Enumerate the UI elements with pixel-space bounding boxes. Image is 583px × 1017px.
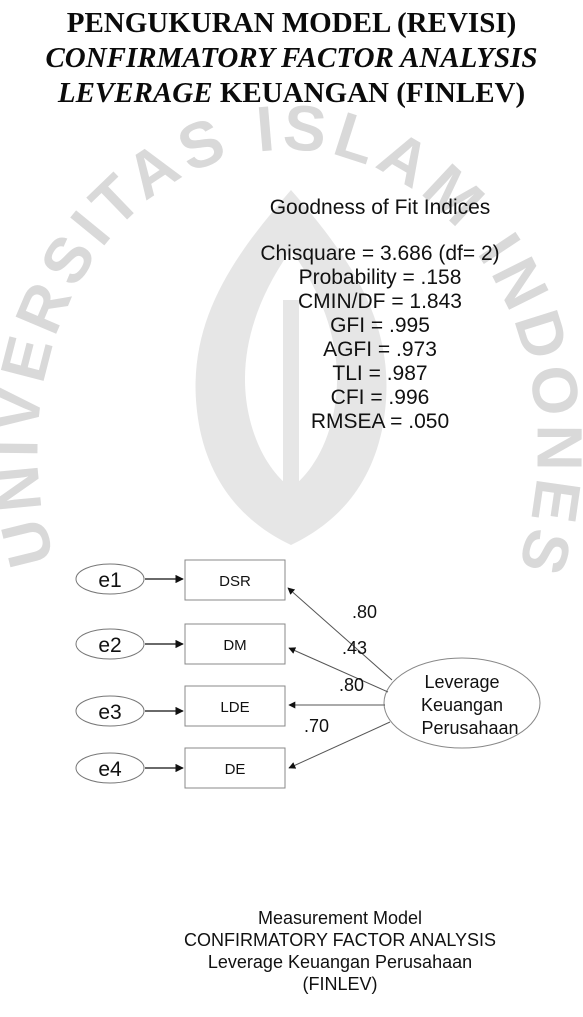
title-line-3-italic: LEVERAGE <box>57 77 213 109</box>
indicator-lde: LDE <box>184 685 286 727</box>
fit-rmsea: RMSEA = .050 <box>310 410 450 433</box>
error-label: e4 <box>98 758 122 781</box>
indicator-dm: DM <box>184 623 286 665</box>
loading-value-de: .70 <box>304 716 329 736</box>
goodness-of-fit-panel: Goodness of Fit Indices Chisquare = 3.68… <box>210 196 550 434</box>
fit-agfi: AGFI = .973 <box>323 338 437 361</box>
university-watermark-seal: UNIVERSITAS ISLAM INDONESIA <box>0 0 583 588</box>
fit-heading: Goodness of Fit Indices <box>269 196 491 219</box>
latent-construct-finlev: Leverage Keuangan Perusahaan <box>383 657 541 749</box>
error-ellipse <box>75 563 145 595</box>
error-term-e4: e4 <box>75 752 145 784</box>
caption-line-3: Leverage Keuangan Perusahaan <box>207 952 473 972</box>
error-ellipse <box>75 628 145 660</box>
indicator-box <box>184 747 286 789</box>
latent-ellipse <box>383 657 541 749</box>
loading-value-dm: .43 <box>342 638 367 658</box>
error-label: e3 <box>98 701 121 724</box>
fit-cfi: CFI = .996 <box>330 386 430 409</box>
diagram-caption: Measurement Model CONFIRMATORY FACTOR AN… <box>120 907 560 995</box>
caption-line-4: (FINLEV) <box>302 974 378 994</box>
fit-tli: TLI = .987 <box>332 362 428 385</box>
error-term-e1: e1 <box>75 563 145 595</box>
indicator-label: DM <box>223 637 246 654</box>
title-line-3: LEVERAGE KEUANGAN (FINLEV) <box>0 76 583 111</box>
loading-arrow-dm <box>288 647 389 693</box>
loading-value-dsr: .80 <box>352 602 377 622</box>
loading-arrow-de <box>288 721 391 769</box>
error-label: e2 <box>98 634 121 657</box>
indicator-box <box>184 685 286 727</box>
indicator-label: DE <box>225 761 246 778</box>
error-label: e1 <box>98 569 121 592</box>
error-ellipse <box>75 752 145 784</box>
latent-label-line-3: Perusahaan <box>421 718 518 738</box>
error-term-e2: e2 <box>75 628 145 660</box>
title-line-2: CONFIRMATORY FACTOR ANALYSIS <box>45 42 538 74</box>
fit-probability: Probability = .158 <box>298 266 462 289</box>
fit-cmin-df: CMIN/DF = 1.843 <box>298 290 462 313</box>
loading-arrow-dsr <box>287 587 393 681</box>
latent-label-line-2: Keuangan <box>421 695 503 715</box>
fit-chisquare: Chisquare = 3.686 (df= 2) <box>260 242 500 265</box>
indicator-box <box>184 559 286 601</box>
caption-line-1: Measurement Model <box>257 908 423 928</box>
loading-value-lde: .80 <box>339 675 364 695</box>
error-term-e3: e3 <box>75 695 145 727</box>
latent-label-line-1: Leverage <box>424 672 499 692</box>
watermark-emblem-icon <box>195 190 387 545</box>
cfa-path-diagram: e1 e2 e3 e4 DSR DM LDE DE Leverage Keuan… <box>75 559 541 789</box>
indicator-box <box>184 623 286 665</box>
indicator-label: LDE <box>220 699 249 716</box>
indicator-de: DE <box>184 747 286 789</box>
indicator-dsr: DSR <box>184 559 286 601</box>
error-ellipse <box>75 695 145 727</box>
page-title: PENGUKURAN MODEL (REVISI) CONFIRMATORY F… <box>0 6 583 111</box>
title-line-3-rest: KEUANGAN (FINLEV) <box>212 77 526 109</box>
caption-line-2: CONFIRMATORY FACTOR ANALYSIS <box>183 930 497 950</box>
title-line-1: PENGUKURAN MODEL (REVISI) <box>66 7 517 39</box>
indicator-label: DSR <box>219 573 251 590</box>
fit-gfi: GFI = .995 <box>330 314 430 337</box>
